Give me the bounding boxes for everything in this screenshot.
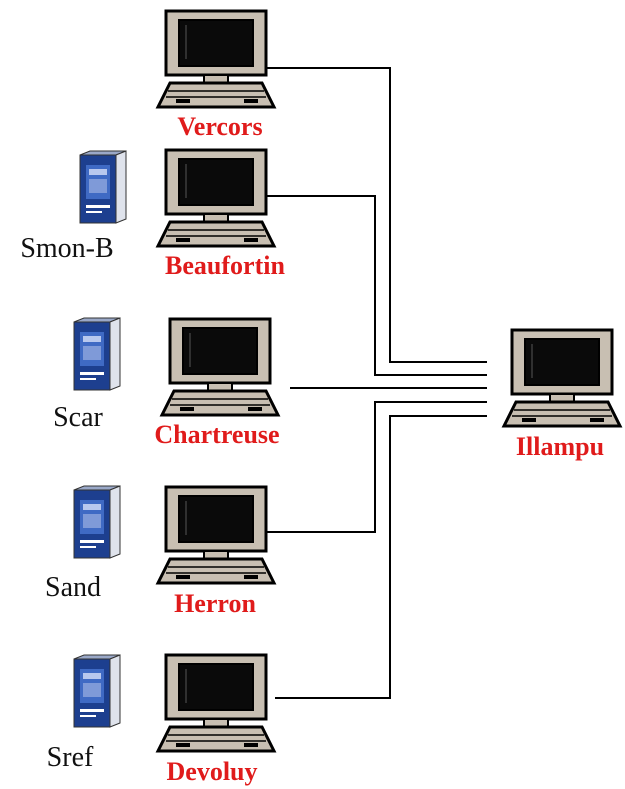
link-devoluy [275, 415, 487, 699]
computer-herron: Herron [156, 485, 276, 618]
software-box-icon [73, 485, 121, 559]
hub-label: Illampu [516, 432, 604, 461]
link-herron [265, 401, 487, 533]
software-box-icon [73, 317, 121, 391]
software-box-icon [79, 150, 127, 224]
software-box-icon [73, 654, 121, 728]
host-label: Devoluy [167, 757, 258, 786]
software-label: Sand [45, 572, 101, 603]
host-label: Beaufortin [165, 251, 285, 280]
software-label: Sref [47, 742, 94, 773]
desktop-computer-icon [156, 485, 276, 585]
link-vercors [265, 67, 487, 363]
host-label: Vercors [177, 112, 262, 141]
server-illampu: Illampu [502, 328, 622, 461]
computer-chartreuse: Chartreuse [154, 317, 280, 449]
software-label: Scar [53, 402, 103, 433]
host-label: Chartreuse [154, 420, 279, 449]
software-sref: Sref [47, 654, 121, 773]
desktop-computer-icon [160, 317, 280, 417]
desktop-computer-icon [156, 653, 276, 753]
software-smon-b: Smon-B [20, 150, 127, 264]
desktop-computer-icon [156, 148, 276, 248]
computer-vercors: Vercors [156, 9, 276, 141]
desktop-computer-icon [502, 328, 622, 428]
host-label: Herron [174, 589, 256, 618]
software-scar: Scar [53, 317, 121, 433]
connection-lines [265, 67, 487, 699]
computer-devoluy: Devoluy [156, 653, 276, 786]
software-sand: Sand [45, 485, 121, 603]
computer-beaufortin: Beaufortin [156, 148, 285, 280]
link-beaufortin [265, 195, 487, 376]
desktop-computer-icon [156, 9, 276, 109]
software-label: Smon-B [20, 233, 113, 264]
